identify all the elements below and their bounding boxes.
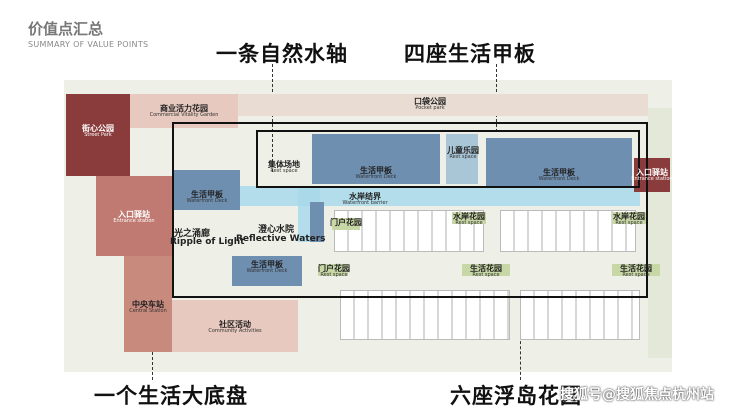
base-outline: [172, 122, 648, 298]
community-zone: [172, 300, 298, 352]
gate-garden-1-zone: [332, 218, 360, 230]
deck-outline: [256, 130, 640, 188]
watermark: 搜狐号@搜狐焦点杭州站: [560, 387, 714, 403]
building-row-4: [520, 290, 640, 340]
central-station-zone: [124, 256, 172, 352]
label-water-court-cn: 澄心水院: [258, 225, 295, 235]
outer-road: [648, 108, 672, 358]
waterside-garden-1-zone: [452, 212, 486, 224]
page-title: 价值点汇总: [28, 20, 104, 38]
label-gate-garden-1: 门户花园: [330, 218, 362, 227]
page-subtitle: SUMMARY OF VALUE POINTS: [28, 40, 149, 49]
deck-lower-zone: [232, 256, 302, 286]
water-court-zone: [310, 202, 324, 242]
deck-right-zone: [486, 138, 632, 188]
street-park-zone: [66, 94, 130, 176]
pocket-park-zone: [238, 94, 648, 116]
label-light-en: Ripple of Light: [170, 237, 245, 247]
connector-base: [152, 352, 153, 380]
gate-garden-2-zone: [318, 264, 348, 276]
callout-water-axis: 一条自然水轴: [216, 42, 348, 66]
life-garden-2-zone: [612, 264, 660, 276]
label-light-cn: 光之涌廊: [174, 229, 211, 239]
life-garden-1-zone: [462, 264, 510, 276]
entrance-left-zone: [96, 176, 172, 256]
callout-life-decks: 四座生活甲板: [404, 42, 536, 66]
deck-left-zone: [174, 170, 240, 210]
callout-floating-gardens: 六座浮岛花园: [450, 384, 582, 408]
kids-zone: [446, 134, 478, 184]
entrance-right-zone: [634, 158, 670, 192]
connector-axis: [272, 64, 273, 172]
building-row-1: [334, 210, 484, 252]
label-water-court-en: Reflective Waters: [236, 234, 326, 244]
callout-life-base: 一个生活大底盘: [94, 384, 248, 408]
waterside-garden-2-zone: [612, 212, 646, 224]
deck-center-zone: [312, 134, 440, 184]
building-row-3: [340, 290, 510, 340]
water-axis: [172, 186, 640, 206]
